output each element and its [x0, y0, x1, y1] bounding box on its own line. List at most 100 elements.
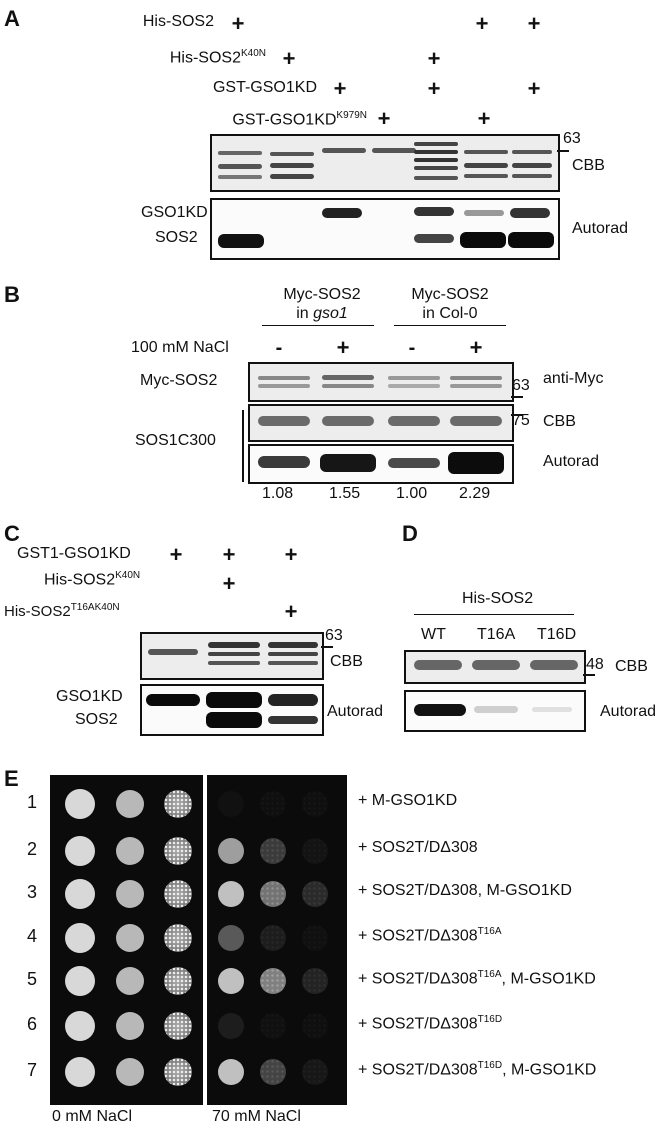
plate-70mM-nacl	[207, 775, 347, 1105]
colony-spot-0mM	[65, 966, 95, 996]
colony-spot-0mM	[164, 1012, 192, 1040]
panel-c-row2-label: His-SOS2K40N	[44, 570, 141, 589]
colony-spot-70mM	[302, 881, 328, 907]
panel-d-cbb-label: CBB	[615, 658, 648, 675]
panel-d-header: His-SOS2	[462, 590, 534, 607]
panel-b-group1-line2: in gso1	[296, 305, 348, 322]
colony-spot-70mM	[260, 925, 286, 951]
panel-c-sos2-label: SOS2	[75, 711, 118, 728]
panel-b-group2-underline	[394, 325, 506, 326]
panel-a-plus: +	[427, 46, 441, 71]
panel-d-autorad-gel	[404, 690, 586, 732]
panel-b-letter: B	[4, 282, 20, 307]
panel-c-cbb-gel	[140, 632, 324, 680]
panel-c-autorad-gel	[140, 684, 324, 736]
panel-a-plus: +	[527, 11, 541, 36]
colony-spot-70mM	[218, 968, 244, 994]
panel-c-row1-label: GST1-GSO1KD	[17, 545, 131, 562]
panel-b-group2-line1: Myc-SOS2	[411, 286, 489, 303]
colony-spot-0mM	[164, 837, 192, 865]
row-number-7: 7	[27, 1060, 38, 1080]
panel-a-plus: +	[231, 11, 245, 36]
construct-label-6: + SOS2T/DΔ308T16D	[358, 1014, 503, 1033]
colony-spot-0mM	[164, 790, 192, 818]
panel-d-autorad-label: Autorad	[600, 703, 657, 720]
colony-spot-70mM	[218, 1059, 244, 1085]
colony-spot-0mM	[65, 1011, 95, 1041]
panel-a-plus: +	[377, 106, 391, 131]
construct-label-5: + SOS2T/DΔ308T16A, M-GSO1KD	[358, 969, 596, 988]
colony-spot-0mM	[116, 1012, 144, 1040]
panel-b-sos1c300-bracket	[242, 410, 244, 482]
panel-a-marker-tick	[557, 150, 569, 152]
panel-b-group2-line2: in Col-0	[422, 305, 478, 322]
panel-b-marker-63: 63	[512, 377, 530, 394]
panel-b-plus: +	[469, 335, 483, 360]
panel-c-letter: C	[4, 521, 20, 546]
row-number-2: 2	[27, 839, 38, 859]
colony-spot-70mM	[302, 791, 328, 817]
colony-spot-0mM	[116, 1058, 144, 1086]
panel-a-autorad-label: Autorad	[572, 220, 629, 237]
panel-a-row2-label: His-SOS2K40N	[169, 48, 266, 67]
colony-spot-70mM	[218, 1013, 244, 1039]
panel-a-row1-label: His-SOS2	[142, 13, 214, 30]
row-number-3: 3	[27, 882, 38, 902]
panel-b-marker63-tick	[511, 396, 523, 398]
panel-d-header-underline	[414, 614, 574, 615]
colony-spot-0mM	[164, 880, 192, 908]
panel-d-letter: D	[402, 521, 418, 546]
colony-spot-70mM	[260, 968, 286, 994]
colony-spot-0mM	[164, 1058, 192, 1086]
panel-b-plus: +	[336, 335, 350, 360]
construct-label-1: + M-GSO1KD	[358, 792, 458, 809]
colony-spot-0mM	[116, 837, 144, 865]
panel-b-quant-4: 2.29	[459, 485, 491, 502]
panel-a-plus: +	[475, 11, 489, 36]
panel-b-group1-underline	[262, 325, 374, 326]
colony-spot-0mM	[65, 1057, 95, 1087]
panel-a-plus: +	[477, 106, 491, 131]
panel-a-plus: +	[527, 76, 541, 101]
panel-a-gso1kd-label: GSO1KD	[141, 204, 208, 221]
panel-b-nacl-label: 100 mM NaCl	[131, 339, 229, 356]
plate-0mM-nacl	[50, 775, 203, 1105]
panel-a-cbb-gel	[210, 134, 560, 192]
panel-b-quant-1: 1.08	[262, 485, 294, 502]
panel-b-antimyc-gel	[248, 362, 514, 402]
colony-spot-70mM	[302, 925, 328, 951]
colony-spot-0mM	[65, 836, 95, 866]
panel-e-letter: E	[4, 766, 19, 791]
colony-spot-70mM	[260, 838, 286, 864]
colony-spot-0mM	[116, 880, 144, 908]
panel-b-minus: -	[275, 337, 283, 359]
colony-spot-70mM	[218, 791, 244, 817]
colony-spot-70mM	[218, 925, 244, 951]
panel-c-marker-tick	[321, 646, 333, 648]
plate2-label: 70 mM NaCl	[212, 1108, 301, 1125]
construct-label-2: + SOS2T/DΔ308	[358, 839, 478, 856]
colony-spot-70mM	[260, 1059, 286, 1085]
panel-d-lane-t16d: T16D	[537, 626, 577, 643]
row-number-5: 5	[27, 969, 38, 989]
colony-spot-70mM	[260, 881, 286, 907]
colony-spot-70mM	[260, 1013, 286, 1039]
colony-spot-0mM	[65, 923, 95, 953]
panel-b-autorad-label: Autorad	[543, 453, 600, 470]
panel-a-plus: +	[427, 76, 441, 101]
colony-spot-70mM	[302, 838, 328, 864]
panel-a-row4-label: GST-GSO1KDK979N	[232, 110, 367, 129]
panel-c-plus: +	[222, 542, 236, 567]
panel-c-plus: +	[284, 542, 298, 567]
panel-b-quant-2: 1.55	[329, 485, 361, 502]
panel-b-marker75-tick	[511, 414, 523, 416]
colony-spot-70mM	[260, 791, 286, 817]
panel-b-marker-75: 75	[512, 412, 530, 429]
panel-d-cbb-gel	[404, 650, 586, 684]
panel-a-plus: +	[282, 46, 296, 71]
panel-c-cbb-label: CBB	[330, 653, 363, 670]
panel-c-plus: +	[169, 542, 183, 567]
panel-d-marker-48: 48	[586, 656, 604, 673]
panel-b-quant-3: 1.00	[396, 485, 428, 502]
panel-c-autorad-label: Autorad	[327, 703, 384, 720]
